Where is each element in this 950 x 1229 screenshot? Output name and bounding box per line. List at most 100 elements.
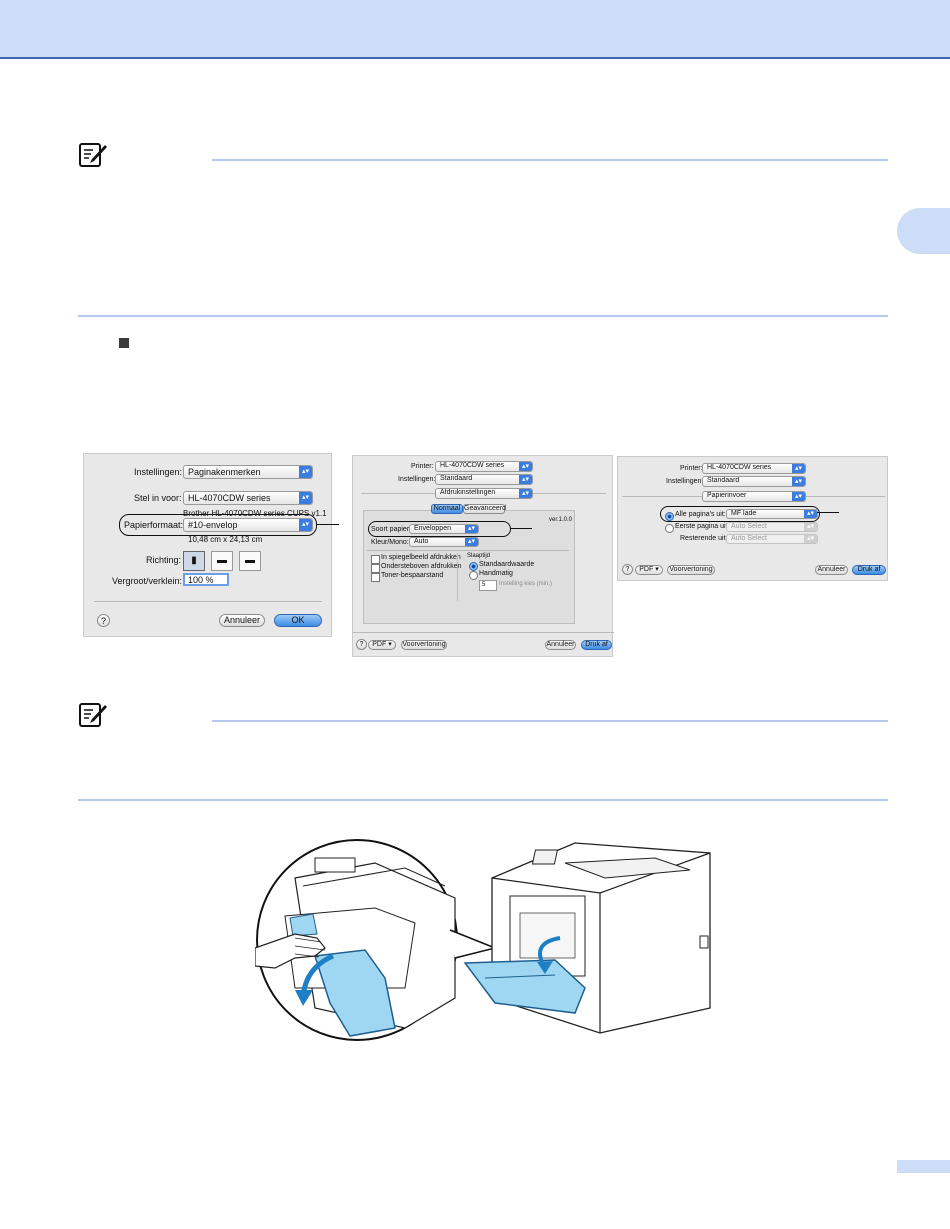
standaard-label: Standaardwaarde bbox=[479, 561, 535, 568]
toner-label: Toner-bespaarstand bbox=[381, 572, 444, 579]
onderste-label: Ondersteboven afdrukken bbox=[381, 563, 462, 570]
version-text: ver.1.0.0 bbox=[549, 517, 573, 523]
voorvertoning-button[interactable]: Voorvertoning bbox=[401, 640, 447, 650]
popup-arrows-icon: ▴▾ bbox=[792, 477, 805, 486]
instellingen-value: Paginakenmerken bbox=[188, 467, 261, 477]
popup-arrows-icon: ▴▾ bbox=[804, 523, 817, 531]
separator bbox=[367, 550, 569, 551]
page-setup-dialog: Instellingen: Paginakenmerken ▴▾ Stel in … bbox=[83, 453, 332, 637]
instellingen-value: Standaard bbox=[440, 475, 473, 482]
druk-af-button[interactable]: Druk af bbox=[852, 565, 886, 575]
voorvertoning-button[interactable]: Voorvertoning bbox=[667, 565, 715, 575]
printer-popup[interactable]: HL-4070CDW series▴▾ bbox=[435, 461, 533, 472]
resterende-value: Auto Select bbox=[731, 535, 767, 542]
instellingen-label: Instellingen: bbox=[398, 476, 436, 483]
standaard-radio[interactable] bbox=[469, 562, 478, 571]
tab-normaal[interactable]: Normaal bbox=[431, 504, 463, 514]
callout-leader-line bbox=[817, 512, 839, 513]
popup-arrows-icon: ▴▾ bbox=[299, 466, 312, 478]
note-rule-bottom bbox=[78, 315, 888, 317]
instelling-label: Instelling kies (min.) bbox=[499, 581, 553, 587]
pdf-button[interactable]: PDF ▾ bbox=[635, 565, 663, 575]
note-rule-top bbox=[212, 159, 888, 161]
kleur-mono-label: Kleur/Mono: bbox=[371, 539, 409, 546]
note-rule-bottom bbox=[78, 799, 888, 801]
instellingen-popup[interactable]: Paginakenmerken ▴▾ bbox=[183, 465, 313, 479]
instellingen-label: Instellingen: bbox=[666, 478, 704, 485]
landscape-right-orientation-icon[interactable]: ▬ bbox=[239, 551, 261, 571]
header-band bbox=[0, 0, 950, 59]
note-pencil-icon bbox=[79, 143, 107, 167]
landscape-left-orientation-icon[interactable]: ▬ bbox=[211, 551, 233, 571]
alle-value: MF lade bbox=[731, 510, 757, 517]
eerste-popup[interactable]: Auto Select ▴▾ bbox=[726, 522, 818, 532]
soort-papier-popup[interactable]: Enveloppen ▴▾ bbox=[409, 524, 479, 534]
stel-in-voor-value: HL-4070CDW series bbox=[188, 493, 271, 503]
handmatig-radio[interactable] bbox=[469, 571, 478, 580]
toner-checkbox[interactable] bbox=[371, 573, 380, 582]
annuleer-button[interactable]: Annuleer bbox=[815, 565, 848, 575]
papierformaat-value: #10-envelop bbox=[188, 520, 238, 530]
section-value: Afdrukinstellingen bbox=[440, 489, 496, 496]
paper-feed-dialog: Printer: HL-4070CDW series ▴▾ Instellinge… bbox=[617, 456, 888, 581]
kleur-mono-popup[interactable]: Auto ▴▾ bbox=[409, 537, 479, 547]
druk-af-button[interactable]: Druk af bbox=[581, 640, 612, 650]
paper-size-text: 10,48 cm x 24,13 cm bbox=[188, 535, 263, 544]
onderste-checkbox[interactable] bbox=[371, 564, 380, 573]
eerste-value: Auto Select bbox=[731, 523, 767, 530]
callout-oval bbox=[368, 521, 511, 537]
popup-arrows-icon: ▴▾ bbox=[792, 464, 805, 473]
resterende-popup[interactable]: Auto Select ▴▾ bbox=[726, 534, 818, 544]
popup-arrows-icon: ▴▾ bbox=[804, 535, 817, 543]
popup-arrows-icon: ▴▾ bbox=[465, 538, 478, 546]
handmatig-label: Handmatig bbox=[479, 570, 513, 577]
instellingen-popup[interactable]: Standaard▴▾ bbox=[702, 476, 806, 487]
printer-popup[interactable]: HL-4070CDW series ▴▾ bbox=[702, 463, 806, 474]
papierformaat-label: Papierformaat: bbox=[124, 520, 184, 530]
tab-geavanceerd[interactable]: Geavanceerd bbox=[463, 504, 507, 514]
papierformaat-popup[interactable]: #10-envelop▴▾ bbox=[183, 518, 313, 532]
pdf-button[interactable]: PDF ▾ bbox=[368, 640, 396, 650]
vergroot-value: 100 % bbox=[188, 575, 214, 585]
popup-arrows-icon: ▴▾ bbox=[519, 475, 532, 484]
column-divider bbox=[457, 553, 458, 601]
eerste-label: Eerste pagina uit: bbox=[675, 523, 730, 530]
help-icon[interactable]: ? bbox=[97, 614, 110, 627]
spiegel-label: In spiegelbeeld afdrukken bbox=[381, 554, 461, 561]
eerste-radio[interactable] bbox=[665, 524, 674, 533]
section-popup[interactable]: Papierinvoer▴▾ bbox=[702, 491, 806, 502]
vergroot-input[interactable]: 100 % bbox=[183, 573, 229, 586]
spiegel-checkbox[interactable] bbox=[371, 555, 380, 564]
print-settings-dialog: Printer: HL-4070CDW series▴▾ Instellinge… bbox=[352, 455, 614, 657]
section-value: Papierinvoer bbox=[707, 492, 747, 499]
help-icon[interactable]: ? bbox=[622, 564, 633, 575]
note-pencil-icon bbox=[79, 703, 107, 727]
help-icon[interactable]: ? bbox=[356, 639, 367, 650]
soort-papier-label: Soort papier: bbox=[371, 526, 412, 533]
vergroot-label: Vergroot/verklein: bbox=[112, 576, 183, 586]
minuten-input[interactable]: 5 bbox=[479, 580, 497, 591]
richting-label: Richting: bbox=[146, 555, 182, 565]
minuten-value: 5 bbox=[482, 582, 486, 588]
instellingen-popup[interactable]: Standaard ▴▾ bbox=[435, 474, 533, 485]
instellingen-label: Instellingen: bbox=[134, 467, 183, 477]
annuleer-button[interactable]: Annuleer bbox=[545, 640, 576, 650]
callout-oval bbox=[119, 514, 317, 536]
stel-in-voor-label: Stel in voor: bbox=[134, 493, 182, 503]
separator bbox=[353, 632, 614, 633]
printer-value: HL-4070CDW series bbox=[440, 462, 505, 469]
section-popup[interactable]: Afdrukinstellingen ▴▾ bbox=[435, 488, 533, 499]
ok-button[interactable]: OK bbox=[274, 614, 322, 627]
callout-leader-line bbox=[510, 528, 532, 529]
annuleer-button[interactable]: Annuleer bbox=[219, 614, 265, 627]
portrait-orientation-icon[interactable]: ▮ bbox=[183, 551, 205, 571]
printer-label: Printer: bbox=[411, 463, 434, 470]
popup-arrows-icon: ▴▾ bbox=[465, 525, 478, 533]
stel-in-voor-popup[interactable]: HL-4070CDW series▴▾ bbox=[183, 491, 313, 505]
soort-papier-value: Enveloppen bbox=[414, 525, 451, 532]
printer-value: HL-4070CDW series bbox=[707, 464, 772, 471]
printer-label: Printer: bbox=[680, 465, 703, 472]
kleur-mono-value: Auto bbox=[414, 538, 429, 545]
alle-label: Alle pagina's uit: bbox=[675, 511, 726, 518]
popup-arrows-icon: ▴▾ bbox=[519, 489, 532, 498]
